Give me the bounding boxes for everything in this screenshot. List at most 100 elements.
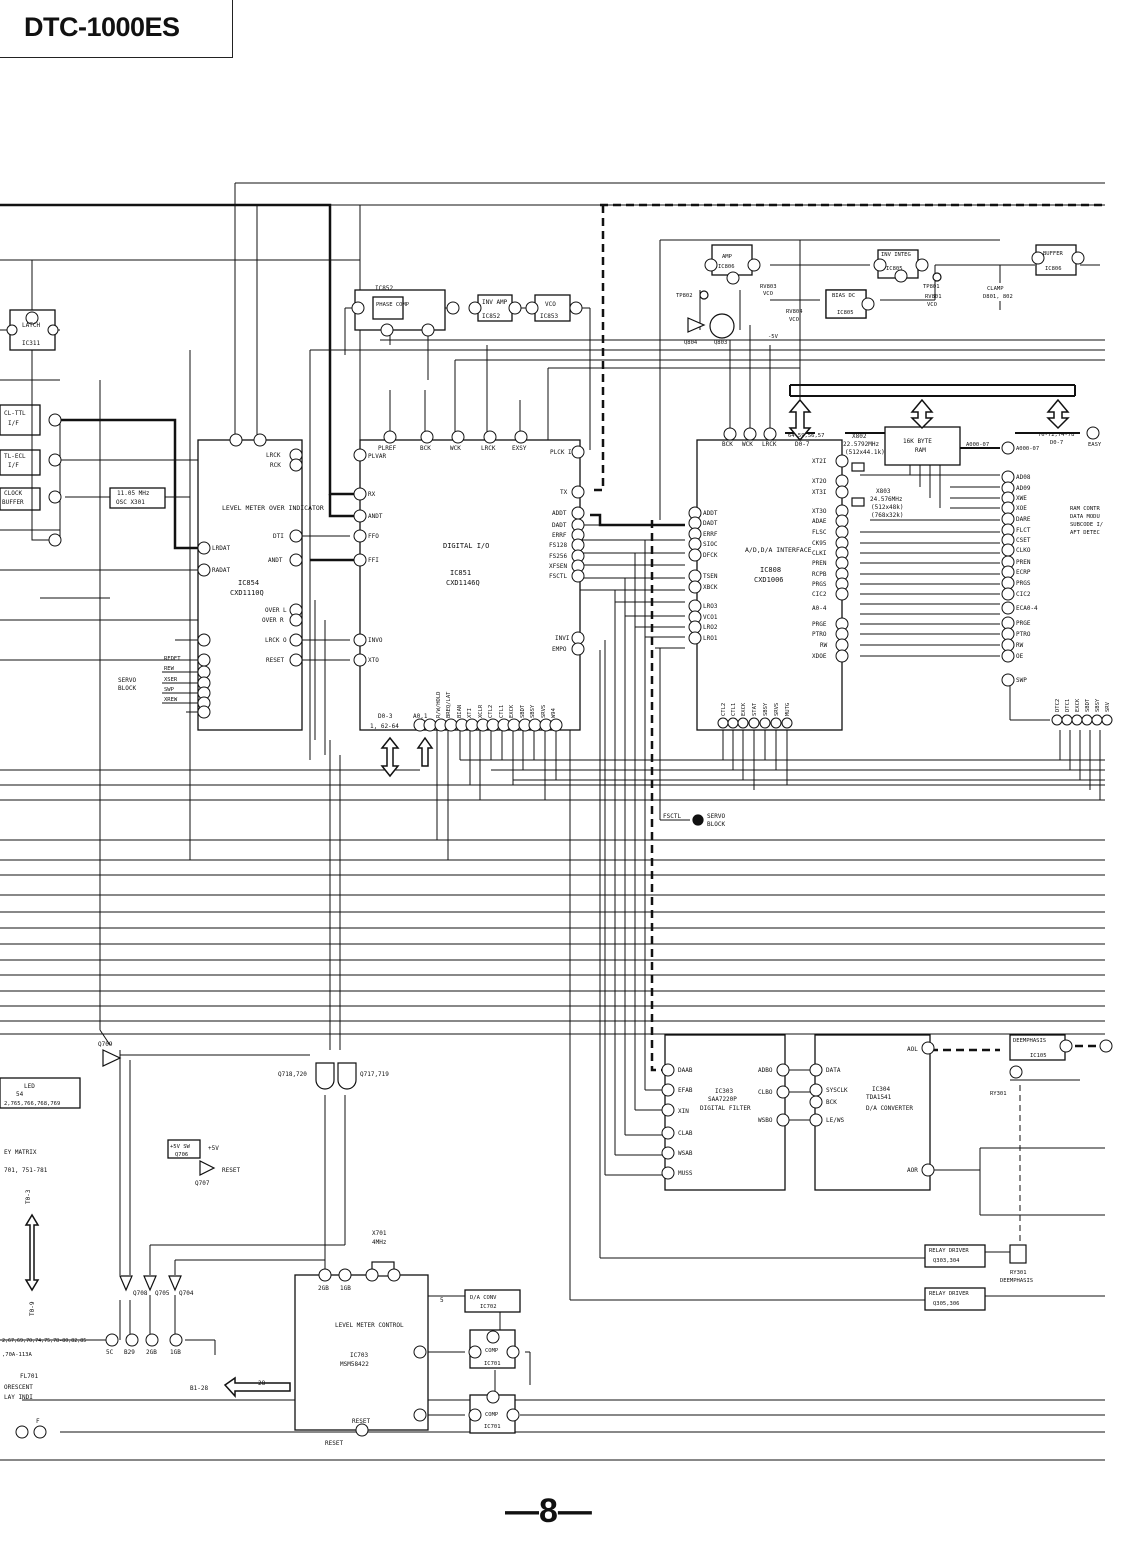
relay2-title: RELAY DRIVER <box>929 1291 969 1297</box>
ic854-pin-lrck: LRCK <box>266 452 281 459</box>
ic851-pin-invi: INVI <box>555 635 570 642</box>
ic854-title: LEVEL METER OVER INDICATOR <box>222 504 324 512</box>
ic303-ref: IC303 <box>715 1088 733 1095</box>
ic303-pin-adbo: ADBO <box>758 1067 773 1074</box>
q718-label: Q718,720 <box>278 1071 307 1078</box>
ic854-pin-lrdat: LRDAT <box>212 545 230 552</box>
ic304-pin-aol: AOL <box>907 1046 918 1053</box>
ic808-bpin-0: CTL2 <box>721 703 727 716</box>
ic851-pin-xfsen: XFSEN <box>549 563 567 570</box>
ic854-pin-lrcko: LRCK O <box>265 637 287 644</box>
fsctl-label: FSCTL <box>663 813 681 820</box>
ic304-block <box>814 1034 931 1191</box>
ic851-bpin-11: W94 <box>551 707 557 718</box>
ic851-pin-plcki: PLCK I <box>550 449 572 456</box>
q708-label: Q708 <box>133 1290 148 1297</box>
n28-label: 28 <box>258 1380 266 1387</box>
ic851-pin-ffi: FFI <box>368 557 379 564</box>
bus-arrow-1 <box>788 398 812 442</box>
ic851-pin-tx: TX <box>560 489 568 496</box>
ic303-block <box>664 1034 786 1191</box>
gates <box>102 272 1027 1292</box>
deemph-label: DEEMPHASIS <box>1000 1278 1033 1284</box>
ic854-pin-overr: OVER R <box>262 617 284 624</box>
ic851-pin-empo: EMPO <box>552 646 567 653</box>
ic808-block <box>696 439 843 731</box>
ic851-pin-fsctl: FSCTL <box>549 573 567 580</box>
phase-comp-label: PHASE COMP <box>376 302 410 308</box>
q717-label: Q717,719 <box>360 1071 389 1078</box>
x802-crystal <box>851 462 865 472</box>
ic808-bpin-1: CTL1 <box>731 703 737 716</box>
ic854-block <box>197 439 303 731</box>
led-label2: 54 <box>16 1091 24 1098</box>
ttl-if-block <box>0 404 41 436</box>
amp-ref: IC806 <box>718 264 735 270</box>
fl-label1: FL701 <box>20 1373 38 1380</box>
ram-pin-6: CSET <box>1016 537 1031 544</box>
relay2-ref: Q305,306 <box>933 1301 960 1307</box>
easy-label: EASY <box>1088 442 1102 448</box>
bus-left-label: 2,67,69,70,74,75,78-80,82,85 <box>2 1338 86 1344</box>
ttl-if-label1: CL-TTL <box>4 410 26 417</box>
ram-pin-2: XWE <box>1016 495 1027 502</box>
ic808-pin-lro3: LRO3 <box>703 603 718 610</box>
ic808-pin-prgs: PRGS <box>812 581 827 588</box>
ic808-pin-ck95: CK95 <box>812 540 827 547</box>
ic808-pin-dfck: DFCK <box>703 552 718 559</box>
rv801-label: RV801 <box>925 294 942 300</box>
ic808-pin-dadt: DADT <box>703 520 718 527</box>
a000-label-1: A000-07 <box>966 442 989 448</box>
ic808-part: CXD1006 <box>754 576 784 584</box>
q704-label: Q704 <box>179 1290 194 1297</box>
ecl-if-label2: I/F <box>8 462 19 469</box>
buffer-ref: IC806 <box>1045 266 1062 272</box>
ic808-pin-rcpb: RCPB <box>812 571 827 578</box>
ic851-pin-exsy: EXSY <box>512 445 527 452</box>
bus-left-label2: ,70A-113A <box>2 1352 32 1358</box>
bias-dc-ref: IC805 <box>837 310 854 316</box>
x301-label: OSC X301 <box>116 499 145 506</box>
b1-28-label: B1-28 <box>190 1385 208 1392</box>
ic854-pin-reset: RESET <box>266 657 284 664</box>
ecl-if-label1: TL-ECL <box>4 453 26 460</box>
led-label3: 2,765,766,768,769 <box>4 1101 60 1107</box>
q707-label: Q707 <box>195 1180 210 1187</box>
q705-label: Q705 <box>155 1290 170 1297</box>
q706-ref: Q706 <box>175 1152 188 1158</box>
ic851-ref: IC851 <box>450 569 471 577</box>
q705-buffer <box>143 1275 157 1292</box>
ic808-pin-a04: A0-4 <box>812 605 827 612</box>
ic808-bpin-5: SRVS <box>774 703 780 716</box>
blocks <box>0 244 1077 1434</box>
clamp-label: CLAMP <box>987 286 1004 292</box>
ry301-label-1: RY301 <box>990 1091 1007 1097</box>
ic304-pin-lews: LE/WS <box>826 1117 844 1124</box>
ic808-pin-xt2i: XT2I <box>812 458 827 465</box>
a000-label-2: A000-07 <box>1016 446 1039 452</box>
q707-buffer <box>199 1160 216 1176</box>
ic703-part: MSM58422 <box>340 1361 369 1368</box>
reset-label-2: RESET <box>352 1418 370 1425</box>
ram-bpin-5: SRV <box>1105 701 1111 712</box>
keymatrix-label1: EY MATRIX <box>4 1149 37 1156</box>
servo-pin-xrew: XREW <box>164 697 178 703</box>
ic808-pin-rw: RW <box>820 642 828 649</box>
ram-bpin-2: EXCK <box>1075 698 1081 712</box>
buffer-label: BUFFER <box>1043 251 1064 257</box>
da-conv-title: D/A CONV <box>470 1295 497 1301</box>
page-number: —8— <box>505 1492 592 1530</box>
comp2-title: COMP <box>485 1412 499 1418</box>
fl-label2: ORESCENT <box>4 1384 33 1391</box>
ic851-pin-fs128: FS128 <box>549 542 567 549</box>
ic703-pin-1gb: 1GB <box>340 1285 351 1292</box>
ic851-title: DIGITAL I/O <box>443 542 489 550</box>
pin-2gb: 2GB <box>146 1349 157 1356</box>
ecl-if-block <box>0 449 41 476</box>
ic808-pin-ptro: PTRO <box>812 631 827 638</box>
ic808-pin-flsc: FLSC <box>812 529 827 536</box>
q706-title: +5V SW <box>170 1144 191 1150</box>
tp802-point <box>699 290 709 300</box>
ram-pin-8: PREN <box>1016 559 1031 566</box>
